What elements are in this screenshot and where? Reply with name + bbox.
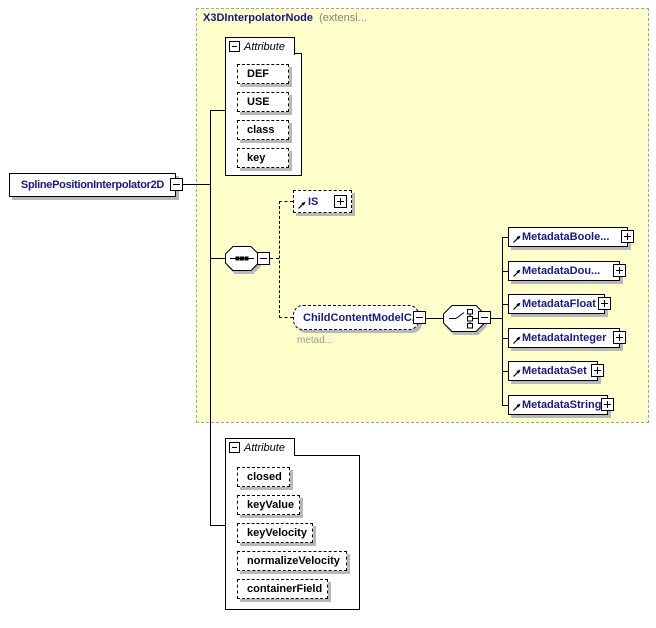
inherited-attributes-tab: Attribute <box>225 37 295 55</box>
connector-line <box>210 258 225 259</box>
connector-line <box>502 371 508 372</box>
choice-connector[interactable] <box>443 305 485 337</box>
attribute-label: USE <box>247 96 270 108</box>
attribute-label: closed <box>247 471 282 483</box>
connector-trunk-line <box>210 110 211 526</box>
sequence-icon <box>225 246 259 271</box>
own-attributes-tab: Attribute <box>225 438 295 456</box>
connector-line <box>210 525 225 526</box>
element-label: MetadataString <box>522 399 602 411</box>
attribute-use[interactable]: USE <box>237 92 289 112</box>
connector-line <box>491 318 502 319</box>
connector-line <box>502 304 508 305</box>
attribute-keyvalue[interactable]: keyValue <box>237 495 300 515</box>
attribute-class[interactable]: class <box>237 120 289 140</box>
attribute-normalizevelocity[interactable]: normalizeVelocity <box>237 551 347 571</box>
reference-arrow-icon <box>513 369 521 377</box>
collapse-icon[interactable] <box>229 442 240 453</box>
attribute-containerfield[interactable]: containerField <box>237 579 328 599</box>
element-metadata-integer[interactable]: MetadataInteger <box>508 328 620 348</box>
reference-arrow-icon <box>513 302 521 310</box>
connector-line <box>502 237 508 238</box>
reference-arrow-icon <box>513 403 521 411</box>
collapse-icon[interactable] <box>170 178 183 191</box>
sequence-connector[interactable] <box>225 246 259 276</box>
element-metadata-string[interactable]: MetadataString <box>508 395 608 415</box>
element-metadata-double[interactable]: MetadataDou... <box>508 261 620 281</box>
expand-icon[interactable] <box>591 364 604 377</box>
connector-line <box>502 405 508 406</box>
collapse-icon[interactable] <box>229 41 240 52</box>
attributes-header: Attribute <box>244 441 285 454</box>
expand-icon[interactable] <box>621 230 634 243</box>
attribute-key[interactable]: key <box>237 148 289 168</box>
base-type-name: X3DInterpolatorNode <box>203 12 314 24</box>
connector-fan-line <box>502 237 503 406</box>
element-metadata-boolean[interactable]: MetadataBoole... <box>508 227 628 247</box>
optional-connector-line <box>279 201 293 202</box>
element-label: MetadataInteger <box>522 332 607 344</box>
attribute-def[interactable]: DEF <box>237 64 289 84</box>
reference-arrow-icon <box>513 336 521 344</box>
reference-arrow-icon <box>513 235 521 243</box>
element-label: MetadataBoole... <box>522 231 610 243</box>
optional-connector-line <box>270 258 279 259</box>
collapse-icon[interactable] <box>257 252 270 265</box>
reference-arrow-icon <box>298 201 306 209</box>
base-type-title: X3DInterpolatorNode (extensi... <box>203 12 367 24</box>
attribute-label: keyValue <box>247 499 295 511</box>
expand-icon[interactable] <box>601 398 614 411</box>
element-spline-position-interpolator-2d[interactable]: SplinePositionInterpolator2D <box>9 173 176 197</box>
attribute-keyvelocity[interactable]: keyVelocity <box>237 523 313 543</box>
attribute-closed[interactable]: closed <box>237 467 290 487</box>
collapse-icon[interactable] <box>413 311 426 324</box>
expand-icon[interactable] <box>613 264 626 277</box>
expand-icon[interactable] <box>613 331 626 344</box>
attribute-label: keyVelocity <box>247 527 307 539</box>
connector-line <box>425 318 443 319</box>
expand-icon[interactable] <box>598 297 611 310</box>
element-annotation: metad... <box>297 335 334 346</box>
optional-connector-line <box>279 317 293 318</box>
attribute-label: normalizeVelocity <box>247 555 340 567</box>
attribute-label: containerField <box>247 583 323 595</box>
choice-icon <box>443 305 485 332</box>
connector-line <box>183 184 210 185</box>
reference-arrow-icon <box>513 269 521 277</box>
attribute-label: DEF <box>247 68 269 80</box>
element-label: ChildContentModelC... <box>303 311 421 324</box>
element-child-content-model[interactable]: ChildContentModelC... <box>293 305 421 330</box>
connector-line <box>502 271 508 272</box>
element-label: MetadataSet <box>522 365 587 377</box>
element-metadata-set[interactable]: MetadataSet <box>508 361 598 381</box>
attributes-header: Attribute <box>244 40 285 53</box>
expand-icon[interactable] <box>334 195 347 208</box>
attribute-label: key <box>247 152 266 164</box>
attribute-label: class <box>247 124 275 136</box>
element-label: MetadataDou... <box>522 265 601 277</box>
element-label: SplinePositionInterpolator2D <box>20 179 165 191</box>
connector-line <box>210 110 225 111</box>
element-metadata-float[interactable]: MetadataFloat <box>508 294 605 314</box>
element-label: IS <box>308 195 319 208</box>
optional-connector-line <box>279 201 280 318</box>
connector-line <box>502 338 508 339</box>
collapse-icon[interactable] <box>478 311 491 324</box>
element-label: MetadataFloat <box>522 298 596 310</box>
